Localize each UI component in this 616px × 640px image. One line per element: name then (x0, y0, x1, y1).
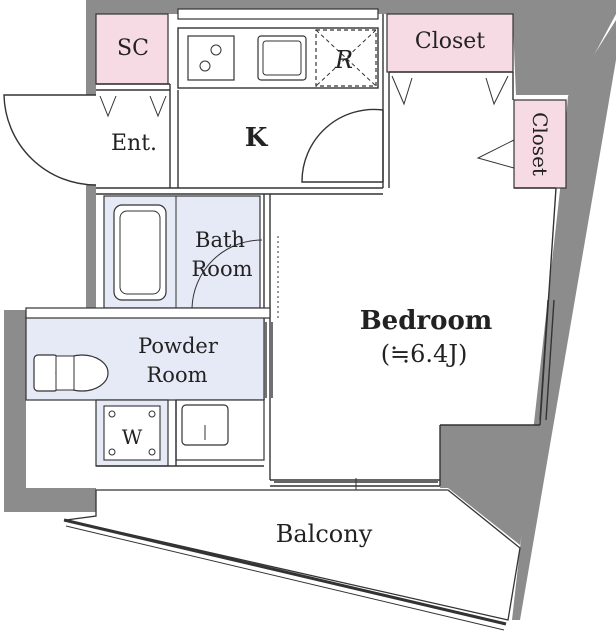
kitchen-label: K (245, 123, 269, 153)
washer-label: W (122, 425, 143, 449)
sc-label: SC (117, 36, 149, 61)
powder-label-line2: Room (146, 363, 207, 387)
closet-top-label: Closet (415, 29, 485, 54)
kitchen-sink-icon (257, 35, 307, 81)
closet-side-label: Closet (528, 112, 552, 176)
stove-icon (187, 35, 235, 81)
powder-label-line1: Powder (138, 334, 219, 358)
refrigerator-space (315, 29, 377, 87)
bathtub-icon (113, 204, 167, 301)
storage-areas (95, 13, 567, 189)
refrigerator-label: R (334, 46, 353, 74)
washer-pan-icon (103, 405, 161, 461)
toilet-icon (33, 354, 109, 392)
doors (3, 75, 555, 490)
washbasin-icon (181, 404, 229, 446)
shoe-cabinet (95, 13, 169, 85)
top-closet (386, 13, 514, 73)
bath-label-line1: Bath (195, 228, 245, 252)
bedroom-label: Bedroom (360, 306, 493, 336)
entrance-label: Ent. (111, 131, 157, 156)
side-closet (513, 99, 567, 189)
balcony-label: Balcony (276, 520, 373, 548)
bedroom-size-label: (≒6.4J) (381, 340, 468, 368)
bath-label-line2: Room (191, 257, 252, 281)
balcony-area (63, 489, 521, 631)
